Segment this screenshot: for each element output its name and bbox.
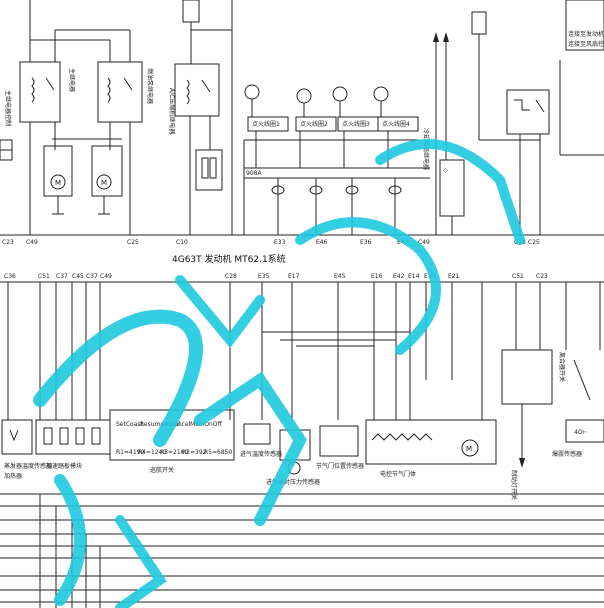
top-conn-3: C10 bbox=[176, 239, 188, 246]
accel-pedal-label: 加速踏板模块 bbox=[46, 462, 82, 470]
elec-throttle-box bbox=[365, 419, 497, 465]
svg-text:M: M bbox=[101, 179, 107, 187]
svg-text:M: M bbox=[55, 179, 61, 187]
fan-right-label-1: 连接至发动机室 bbox=[568, 30, 604, 38]
fan-right-label-2: 连接至风扇控制器 bbox=[568, 40, 604, 48]
cruise-btn-resume: ResumeAccel bbox=[140, 421, 180, 428]
brake-switch-box bbox=[501, 349, 553, 405]
intake-pressure-label: 进气绝对压力传感器 bbox=[266, 478, 320, 486]
coil-2-label: 点火线圈2 bbox=[300, 120, 328, 128]
vapor-label: 蒸发器温度传感器 bbox=[4, 462, 52, 470]
cruise-r2: R2=392 bbox=[182, 449, 207, 456]
bot-conn-0: C36 bbox=[4, 273, 16, 280]
relay-label-main: 主继电器 bbox=[68, 68, 76, 92]
coil-1-label: 点火线圈1 bbox=[252, 120, 280, 128]
main-relay bbox=[19, 61, 61, 123]
vapor-sensor-box bbox=[1, 419, 33, 455]
svg-text:主继电器控制: 主继电器控制 bbox=[4, 90, 12, 126]
relay-label-ac: A/C压缩机继电器 bbox=[168, 88, 176, 134]
bot-conn-11: E42 bbox=[393, 273, 405, 280]
bot-conn-4: C37 bbox=[86, 273, 98, 280]
cruise-btn-main: MainOnOff bbox=[190, 421, 223, 428]
bot-conn-6: C28 bbox=[225, 273, 237, 280]
cruise-r1: R1=4190 bbox=[116, 449, 144, 456]
ac-compressor-relay bbox=[174, 63, 220, 117]
bot-conn-8: E17 bbox=[288, 273, 300, 280]
svg-text:4O⊢: 4O⊢ bbox=[574, 429, 588, 436]
accel-pedal-box bbox=[35, 419, 111, 455]
top-conn-1: C49 bbox=[26, 239, 38, 246]
top-conn-5: E46 bbox=[316, 239, 328, 246]
bottom-connector-labels: C36 C51 C37 C45 C37 C49 C28 E35 E17 E45 … bbox=[4, 273, 548, 280]
cruise-switch-label: 巡航开关 bbox=[150, 466, 174, 474]
brake-label: 制动灯开关 bbox=[510, 470, 518, 500]
intake-temp-label: 进气温度传感器 bbox=[240, 450, 282, 458]
heater-label: 加热器 bbox=[4, 472, 22, 480]
top-conn-8: C49 bbox=[418, 239, 430, 246]
cruise-r3: R3=2160 bbox=[160, 449, 188, 456]
top-conn-2: C25 bbox=[127, 239, 139, 246]
bot-conn-7: E35 bbox=[258, 273, 270, 280]
coil-4-label: 点火线圈4 bbox=[382, 120, 410, 128]
bot-conn-1: C51 bbox=[38, 273, 50, 280]
bot-conn-12: E14 bbox=[408, 273, 420, 280]
top-conn-4: E33 bbox=[274, 239, 286, 246]
bot-conn-14: E21 bbox=[448, 273, 460, 280]
bottom-section: C36 C51 C37 C45 C37 C49 C28 E35 E17 E45 … bbox=[0, 273, 604, 608]
bot-conn-2: C37 bbox=[56, 273, 68, 280]
top-conn-10: C25 bbox=[528, 239, 540, 246]
watermark bbox=[33, 139, 525, 608]
clutch-label: 离合器开关 bbox=[558, 352, 566, 382]
top-connector-labels: C23 C49 C25 C10 E33 E46 E36 E47 C49 C18 … bbox=[2, 239, 540, 246]
svg-text:◇: ◇ bbox=[443, 167, 448, 174]
top-conn-6: E36 bbox=[360, 239, 372, 246]
top-conn-0: C23 bbox=[2, 239, 14, 246]
elec-throttle-label: 电控节气门体 bbox=[380, 470, 416, 478]
bot-conn-10: E16 bbox=[371, 273, 383, 280]
svg-text:M: M bbox=[466, 445, 472, 453]
bot-conn-3: C45 bbox=[72, 273, 84, 280]
cruise-btn-set: SetCoast bbox=[116, 421, 144, 428]
throttle-pos-label: 节气门位置传感器 bbox=[316, 462, 364, 470]
cruise-r4: R4=1240 bbox=[138, 449, 166, 456]
relay-label-fuel: 燃油泵继电器 bbox=[146, 68, 154, 104]
knock-label: 爆震传感器 bbox=[552, 450, 582, 458]
ground-label: 908A bbox=[246, 170, 262, 177]
bot-conn-5: C49 bbox=[100, 273, 112, 280]
diagram-title: 4G63T 发动机 MT62.1系统 bbox=[172, 253, 286, 265]
fuel-pump-relay bbox=[97, 61, 143, 123]
cruise-r5: R5=6850 bbox=[204, 449, 232, 456]
bot-conn-9: E45 bbox=[334, 273, 346, 280]
coil-3-label: 点火线圈3 bbox=[342, 120, 370, 128]
bot-conn-15: C51 bbox=[512, 273, 524, 280]
bot-conn-16: C23 bbox=[536, 273, 548, 280]
cruise-btn-cancel: Cancel bbox=[170, 421, 191, 428]
